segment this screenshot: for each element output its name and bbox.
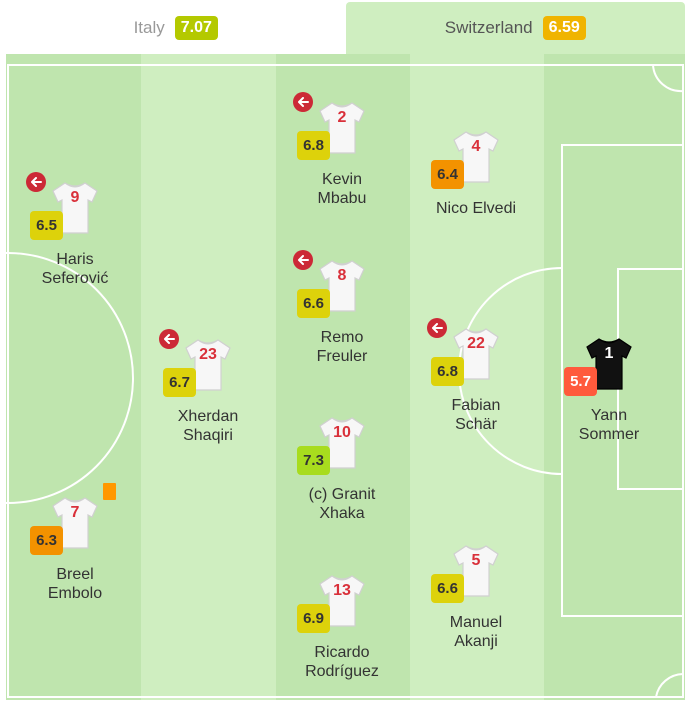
jersey-icon: 10 xyxy=(318,414,366,470)
pitch-stripe xyxy=(6,54,141,700)
player-rating-badge: 7.3 xyxy=(297,446,330,475)
jersey-icon: 2 xyxy=(318,99,366,155)
substitution-arrow-icon xyxy=(26,172,46,192)
player-name-line: Nico Elvedi xyxy=(435,200,517,217)
player-name-line: Yann xyxy=(590,407,628,424)
tab-italy-label: Italy xyxy=(133,18,165,37)
jersey-number: 1 xyxy=(604,345,614,362)
player-name-line: (c) Granit xyxy=(308,486,376,503)
player-name-line: Freuler xyxy=(316,348,368,365)
jersey-icon: 7 xyxy=(51,494,99,550)
jersey-number: 4 xyxy=(471,138,481,155)
player-name-line: Seferović xyxy=(41,270,109,287)
player-rating-badge: 6.4 xyxy=(431,160,464,189)
player-name-line: Schär xyxy=(455,416,497,433)
jersey-icon: 5 xyxy=(452,542,500,598)
player-rating-badge: 6.5 xyxy=(30,211,63,240)
jersey-number: 10 xyxy=(333,424,351,441)
player-name-line: Xherdan xyxy=(177,408,239,425)
player-name-line: Xhaka xyxy=(319,505,365,522)
player-name-line: Remo xyxy=(320,329,364,346)
player-name-line: Shaqiri xyxy=(183,427,233,444)
player-name-line: Embolo xyxy=(47,585,103,602)
jersey-number: 13 xyxy=(333,582,351,599)
player-name-line: Breel xyxy=(56,566,94,583)
jersey-icon: 4 xyxy=(452,128,500,184)
jersey-icon: 13 xyxy=(318,572,366,628)
player-rating-badge: 6.7 xyxy=(163,368,196,397)
jersey-number: 22 xyxy=(467,335,485,352)
jersey-icon: 9 xyxy=(51,179,99,235)
player-name-line: Mbabu xyxy=(317,190,367,207)
jersey-number: 2 xyxy=(337,109,347,126)
player-name-line: Sommer xyxy=(578,426,640,443)
team-rating-badge-italy: 7.07 xyxy=(174,16,218,40)
substitution-arrow-icon xyxy=(427,318,447,338)
jersey-number: 7 xyxy=(70,504,80,521)
player-rating-badge: 5.7 xyxy=(564,367,597,396)
tab-switzerland[interactable]: Switzerland 6.59 xyxy=(345,2,685,54)
player-name-line: Haris xyxy=(56,251,94,268)
player-name: Nico Elvedi xyxy=(411,199,541,218)
yellow-card-icon xyxy=(103,483,116,500)
tab-italy[interactable]: Italy 7.07 xyxy=(6,2,346,54)
jersey-number: 9 xyxy=(70,189,80,206)
jersey-icon: 23 xyxy=(184,336,232,392)
player-name-line: Rodríguez xyxy=(305,663,379,680)
player-rating-badge: 6.6 xyxy=(431,574,464,603)
substitution-arrow-icon xyxy=(159,329,179,349)
team-rating-badge-switzerland: 6.59 xyxy=(542,16,586,40)
player-rating-badge: 6.9 xyxy=(297,604,330,633)
jersey-number: 23 xyxy=(199,346,217,363)
player-name-line: Ricardo xyxy=(314,644,370,661)
team-tabs: Italy 7.07 Switzerland 6.59 xyxy=(6,2,685,54)
player-name-line: Manuel xyxy=(449,614,503,631)
player-rating-badge: 6.6 xyxy=(297,289,330,318)
player-rating-badge: 6.8 xyxy=(297,131,330,160)
player-rating-badge: 6.3 xyxy=(30,526,63,555)
player-name-line: Akanji xyxy=(454,633,498,650)
substitution-arrow-icon xyxy=(293,250,313,270)
jersey-icon: 22 xyxy=(452,325,500,381)
jersey-icon: 8 xyxy=(318,257,366,313)
jersey-number: 8 xyxy=(337,267,347,284)
substitution-arrow-icon xyxy=(293,92,313,112)
jersey-number: 5 xyxy=(471,552,481,569)
player-rating-badge: 6.8 xyxy=(431,357,464,386)
goalkeeper-jersey-icon: 1 xyxy=(585,335,633,391)
player-name-line: Fabian xyxy=(451,397,501,414)
player-name-line: Kevin xyxy=(321,171,363,188)
tab-switzerland-label: Switzerland xyxy=(444,18,533,37)
